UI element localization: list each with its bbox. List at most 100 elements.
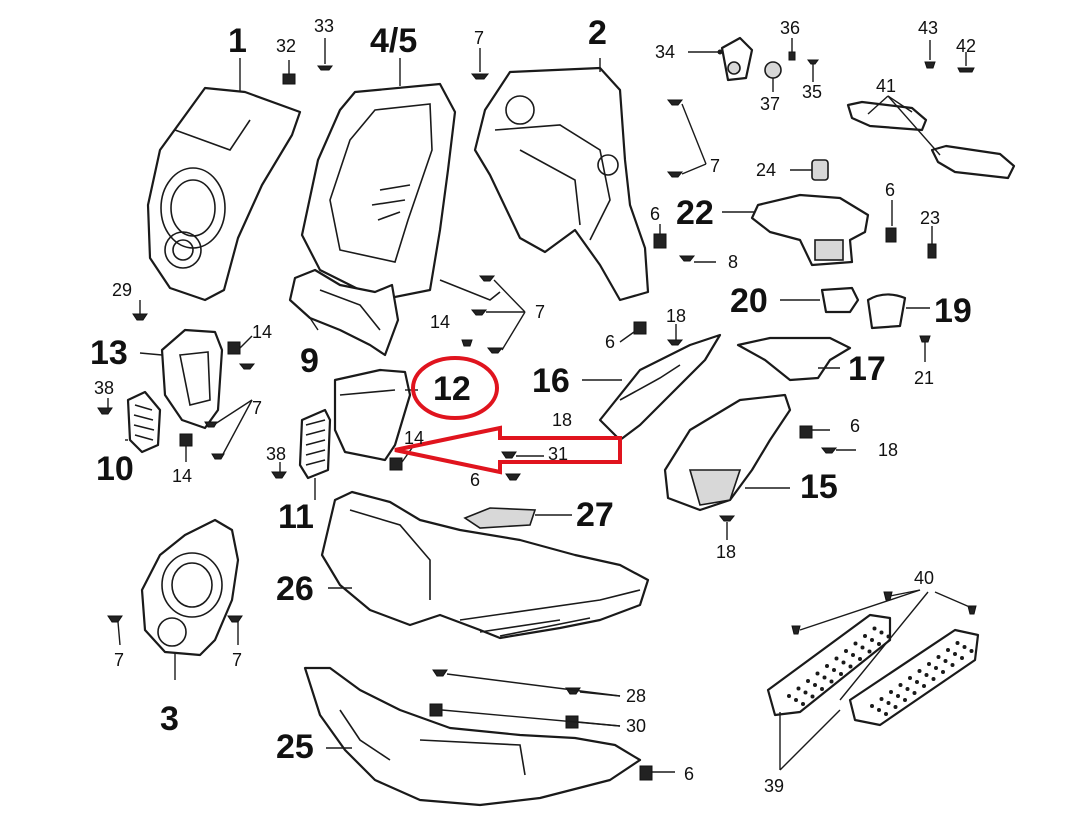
fastener-42 [957,52,975,73]
fastener-7-top [470,48,490,80]
label-39: 39 [764,776,784,796]
fastener-6-bottom [639,765,675,781]
part-2-inner-cover [473,58,650,302]
label-11: 11 [278,498,314,536]
label-32: 32 [276,36,296,56]
fastener-35 [807,59,819,82]
label-7-bottom-right: 7 [232,650,242,670]
label-17: 17 [848,350,886,388]
label-30: 30 [626,716,646,736]
label-29: 29 [112,280,132,300]
part-26-floor-panel [320,490,650,640]
label-1: 1 [228,22,247,60]
label-2: 2 [588,14,607,52]
label-16: 16 [532,362,570,400]
label-14-mid2: 14 [404,428,424,448]
label-6-15: 6 [850,416,860,436]
label-27: 27 [576,496,614,534]
part-10-vent-grille [125,390,162,454]
label-6-left: 6 [650,204,660,224]
label-6-16: 6 [605,332,615,352]
fastener-7-right [666,99,707,178]
fastener-43 [924,40,936,69]
fastener-32 [282,60,296,85]
label-10: 10 [96,450,134,488]
highlight-arrow [394,425,622,475]
part-19-lens [866,293,930,330]
label-14-left: 14 [252,322,272,342]
label-9: 9 [300,342,319,380]
label-19: 19 [934,292,972,330]
part-39-floor-mats [766,613,980,771]
label-34: 34 [655,42,675,62]
part-34-cover [688,36,754,82]
fastener-6-mid [505,473,521,481]
part-27-clip [463,507,572,529]
label-20: 20 [730,282,768,320]
part-1-front-shield [146,58,302,302]
fastener-40 [791,589,977,701]
label-40: 40 [914,568,934,588]
label-18-15: 18 [878,440,898,460]
label-14-bottom: 14 [172,466,192,486]
part-12-glovebox-panel [333,368,418,462]
fastener-6-8 [653,224,716,263]
part-17-headlight-cover [736,336,852,382]
label-37: 37 [760,94,780,114]
fastener-14-mid [389,447,413,471]
fastener-33 [317,38,333,71]
label-26: 26 [276,570,314,608]
label-14-mid: 14 [430,312,450,332]
label-8: 8 [728,252,738,272]
part-3-headlight-housing [140,518,240,680]
label-4-5: 4/5 [370,22,417,60]
label-7-right: 7 [710,156,720,176]
label-38-left: 38 [94,378,114,398]
label-38-mid: 38 [266,444,286,464]
part-9-inner-bracket [288,268,400,357]
part-13-vent-housing [139,328,224,430]
part-25-belly-pan [303,666,642,807]
label-21: 21 [914,368,934,388]
label-36: 36 [780,18,800,38]
fastener-23 [927,226,937,259]
label-6-handlebar: 6 [885,180,895,200]
label-25: 25 [276,728,314,766]
fastener-36 [788,38,796,61]
label-35: 35 [802,82,822,102]
part-labels: 1 32 33 4/5 7 2 34 36 37 35 43 42 41 7 2… [90,14,976,796]
part-4-5-leg-shield [300,58,501,302]
label-3: 3 [160,700,179,738]
label-6-mid: 6 [470,470,480,490]
label-18-bottom: 18 [716,542,736,562]
fastener-7-14-middle [461,275,526,354]
part-15-side-panel [663,393,792,512]
label-18-mid: 18 [552,410,572,430]
fastener-6-16 [619,321,684,346]
part-24-cap [790,159,829,181]
label-12: 12 [433,370,471,408]
fastener-28 [432,669,621,697]
label-7-left: 7 [252,398,262,418]
label-24: 24 [756,160,776,180]
label-18-16: 18 [666,306,686,326]
fastener-14-left [179,335,256,462]
label-13: 13 [90,334,128,372]
fastener-38-left [97,398,113,415]
part-16-side-panel [582,333,722,442]
label-7-mid: 7 [535,302,545,322]
fastener-6-15 [718,425,856,540]
label-6-bottom: 6 [684,764,694,784]
label-28: 28 [626,686,646,706]
part-37-grommet [764,61,782,92]
label-43: 43 [918,18,938,38]
fastener-21 [919,335,931,362]
label-23: 23 [920,208,940,228]
label-31: 31 [548,444,568,464]
fastener-7-bottom-left [107,615,243,646]
label-15: 15 [800,468,838,506]
part-20-switch [780,286,860,314]
label-41: 41 [876,76,896,96]
label-22: 22 [676,194,714,232]
